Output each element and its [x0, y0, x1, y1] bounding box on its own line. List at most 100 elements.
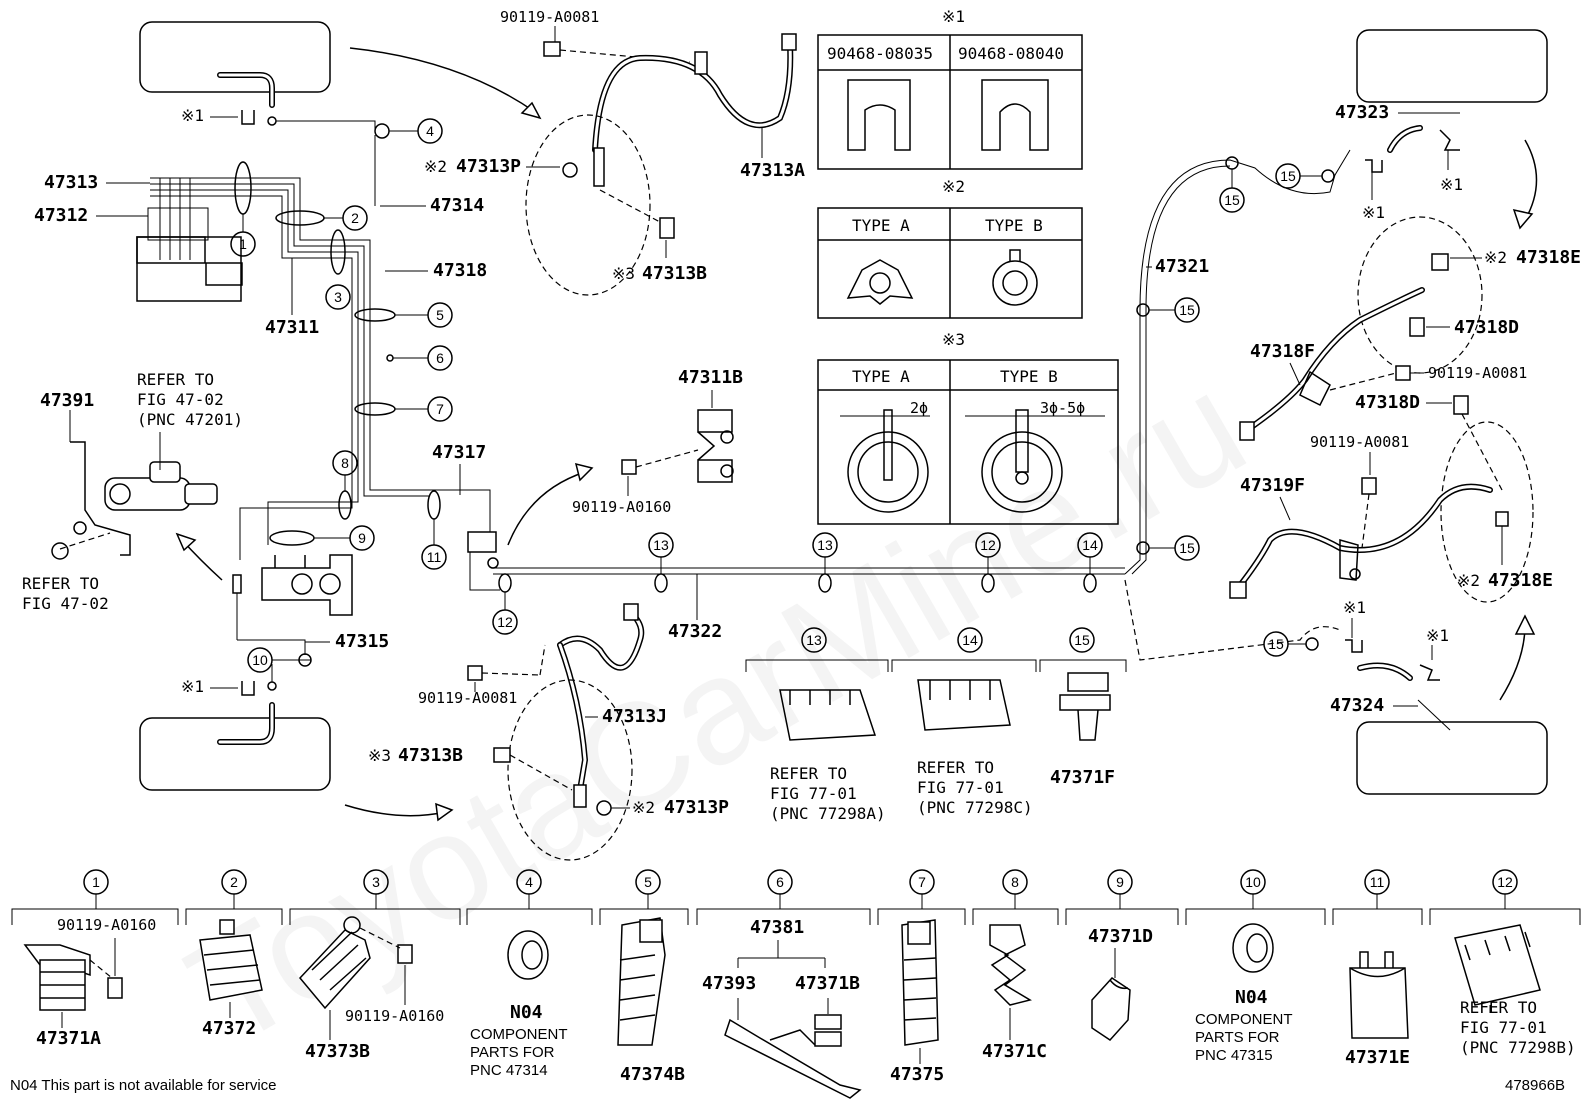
callout-1: 1 [230, 231, 256, 257]
clamp-47374B [617, 917, 666, 1046]
svg-text:7: 7 [436, 401, 444, 417]
bottom-4-line3: PARTS FOR [470, 1044, 555, 1061]
svg-text:8: 8 [1011, 874, 1019, 890]
clamp-47373B [298, 916, 413, 1010]
vehicle-outline-bottom-right [1356, 721, 1548, 795]
bottom-3-bolt-label: 90119-A0160 [345, 1007, 444, 1025]
callout-15a: 15 [1219, 187, 1245, 213]
svg-text:3: 3 [334, 289, 342, 305]
grommet-10 [1232, 923, 1274, 973]
callout-11: 11 [421, 544, 447, 570]
bottom-10-line1: N04 [1235, 987, 1268, 1008]
bottom-12-line2: FIG 77-01 [1460, 1018, 1547, 1037]
bottom-6-label-b: 47371B [795, 973, 860, 994]
svg-text:15: 15 [1074, 632, 1090, 648]
bolt-icon [467, 665, 483, 681]
clip-icon [1495, 511, 1509, 527]
flexible-hose-47313J [557, 603, 645, 808]
label-47318E-bottom: 47318E [1488, 570, 1553, 591]
bolt-icon [1395, 365, 1411, 381]
svg-text:FIG 77-01: FIG 77-01 [917, 778, 1004, 797]
clip-icon [1365, 159, 1383, 173]
legend-n2-box: TYPE A TYPE B [817, 207, 1083, 319]
legend-n3-box: TYPE A TYPE B 2ϕ 3ϕ-5ϕ [817, 359, 1119, 525]
svg-text:7: 7 [918, 874, 926, 890]
bottom-9-part-label: 47371D [1088, 926, 1153, 947]
note-mark-n3-bottom: ※3 [368, 746, 391, 765]
bottom-callout-10: 10 [1240, 869, 1266, 909]
bottom-callout-4: 4 [516, 869, 542, 909]
clamp-47372 [199, 919, 263, 1001]
bottom-11-part-label: 47371E [1345, 1047, 1410, 1068]
vehicle-outline-bottom-left [139, 717, 331, 791]
clip-icon [562, 162, 578, 178]
svg-text:47371F: 47371F [1050, 767, 1115, 788]
note-mark-n2-right-top: ※2 [1484, 248, 1507, 267]
svg-text:15: 15 [1224, 192, 1240, 208]
svg-text:3ϕ-5ϕ: 3ϕ-5ϕ [1040, 399, 1085, 417]
svg-text:10: 10 [252, 652, 268, 668]
svg-text:TYPE B: TYPE B [985, 216, 1043, 235]
legend-n3-mark: ※3 [942, 330, 965, 349]
label-47321: 47321 [1155, 256, 1209, 277]
label-47319F: 47319F [1240, 475, 1305, 496]
label-47313B-bottom: 47313B [398, 745, 463, 766]
note-mark-n1-right-a: ※1 [1362, 203, 1385, 222]
bottom-6-label-main: 47381 [750, 917, 804, 938]
union-bolt-icon [659, 217, 675, 239]
svg-text:13: 13 [653, 537, 669, 553]
clip-icon [1345, 639, 1363, 653]
detail-15: 15 47371F [1039, 627, 1127, 788]
bottom-callout-8: 8 [1002, 869, 1028, 909]
svg-text:TYPE A: TYPE A [852, 216, 910, 235]
clip-47311B [697, 409, 734, 483]
callout-13a: 13 [648, 532, 674, 558]
bottom-8-part-label: 47371C [982, 1041, 1047, 1062]
bottom-3-part-label: 47373B [305, 1041, 370, 1062]
label-47313B-top: 47313B [642, 263, 707, 284]
vehicle-outline-top-left [139, 21, 331, 93]
svg-text:11: 11 [1370, 874, 1385, 890]
bottom-2-part-label: 47372 [202, 1018, 256, 1039]
svg-text:TYPE B: TYPE B [1000, 367, 1058, 386]
clamp-47371A [23, 944, 123, 1011]
callout-15b: 15 [1275, 163, 1301, 189]
label-bolt-r1: 90119-A0081 [1428, 364, 1527, 382]
label-47318D-1: 47318D [1454, 317, 1519, 338]
label-bolt-r2: 90119-A0081 [1310, 433, 1409, 451]
bracket-47393 [724, 1018, 862, 1099]
label-47313P-bottom: 47313P [664, 797, 729, 818]
svg-text:15: 15 [1179, 540, 1195, 556]
ref-fig47-line1: REFER TO [137, 370, 214, 389]
svg-text:4: 4 [426, 123, 434, 139]
note-mark-n2-right-bottom: ※2 [1457, 571, 1480, 590]
bottom-10-line3: PARTS FOR [1195, 1029, 1280, 1046]
svg-text:12: 12 [1497, 874, 1513, 890]
callout-2: 2 [342, 205, 368, 231]
label-47313: 47313 [44, 172, 98, 193]
svg-text:15: 15 [1179, 302, 1195, 318]
bottom-4-line1: N04 [510, 1002, 543, 1023]
svg-text:14: 14 [1082, 537, 1098, 553]
clip-icon [1431, 253, 1449, 271]
svg-text:FIG 77-01: FIG 77-01 [770, 784, 857, 803]
callout-5: 5 [427, 302, 453, 328]
svg-text:13: 13 [817, 537, 833, 553]
label-47391: 47391 [40, 390, 94, 411]
svg-text:90468-08035: 90468-08035 [827, 44, 933, 63]
bottom-callout-9: 9 [1107, 869, 1133, 909]
bottom-callout-12: 12 [1492, 869, 1518, 909]
callout-13b: 13 [812, 532, 838, 558]
grommet-4 [507, 930, 549, 980]
svg-text:14: 14 [962, 632, 978, 648]
svg-text:TYPE A: TYPE A [852, 367, 910, 386]
svg-text:4: 4 [525, 874, 533, 890]
svg-text:8: 8 [341, 455, 349, 471]
svg-text:(PNC 77298A): (PNC 77298A) [770, 804, 886, 823]
svg-text:90468-08040: 90468-08040 [958, 44, 1064, 63]
note-mark-n1-bottom: ※1 [181, 677, 204, 696]
bolt-icon [543, 41, 561, 57]
label-bolt-top: 90119-A0081 [500, 8, 599, 26]
svg-text:9: 9 [1116, 874, 1124, 890]
clip-icon [1439, 129, 1460, 151]
